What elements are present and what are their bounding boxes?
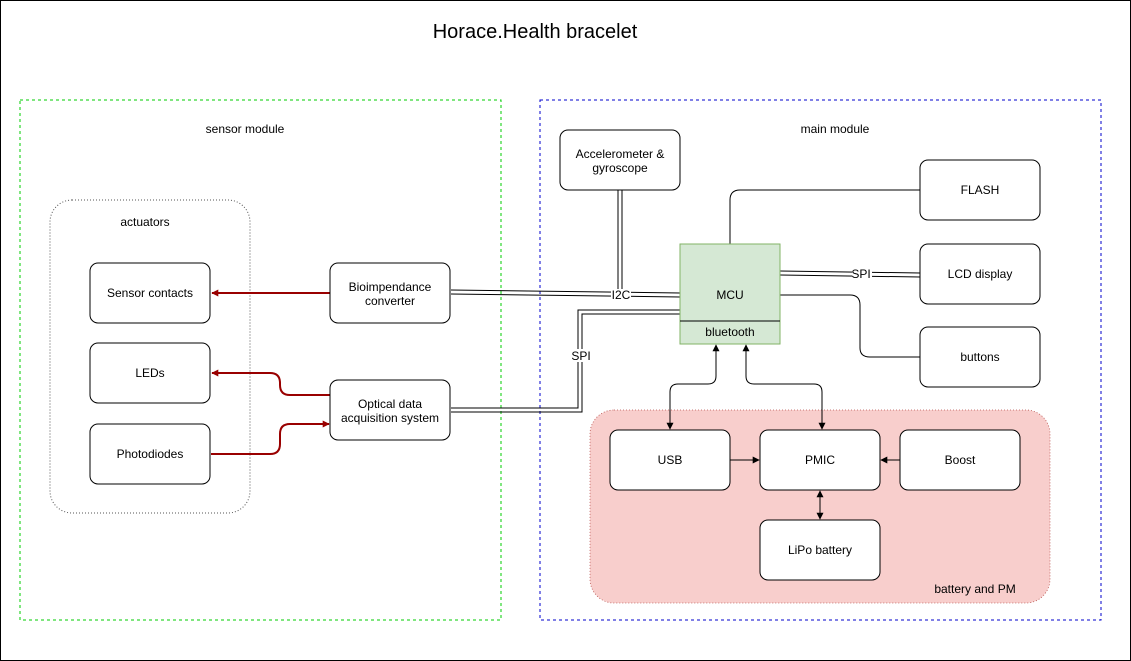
node-bioimpedance-converter[interactable]: Bioimpendance converter bbox=[329, 262, 451, 324]
sensor-contacts-label: Sensor contacts bbox=[107, 286, 193, 300]
usb-label: USB bbox=[658, 453, 683, 467]
flash-label: FLASH bbox=[961, 183, 1000, 197]
node-mcu[interactable]: MCU bluetooth bbox=[679, 243, 781, 345]
node-optical-acquisition[interactable]: Optical data acquisition system bbox=[329, 379, 451, 441]
node-boost[interactable]: Boost bbox=[899, 429, 1021, 491]
i2c-label-bg bbox=[611, 289, 631, 301]
edge-accel-to-i2c bbox=[617, 190, 623, 292]
edge-usb-bluetooth bbox=[666, 344, 720, 430]
edge-optical-to-leds bbox=[211, 369, 330, 396]
sensor-module-group bbox=[19, 99, 502, 621]
bluetooth-label: bluetooth bbox=[705, 325, 754, 339]
node-pmic[interactable]: PMIC bbox=[759, 429, 881, 491]
edge-photodiodes-to-optical bbox=[211, 420, 330, 455]
accel-label-line2: gyroscope bbox=[592, 161, 648, 175]
node-accelerometer[interactable]: Accelerometer & gyroscope bbox=[559, 129, 681, 191]
main-module-group bbox=[539, 99, 1102, 621]
edge-mcu-to-buttons bbox=[780, 294, 920, 358]
edge-mcu-to-flash bbox=[729, 189, 920, 244]
optical-label-line1: Optical data bbox=[358, 397, 422, 411]
edge-spi-lcd bbox=[779, 270, 921, 278]
lcd-label: LCD display bbox=[948, 267, 1013, 281]
actuators-label: actuators bbox=[120, 215, 169, 229]
edge-pmic-bluetooth bbox=[742, 344, 826, 430]
spi-lcd-label: SPI bbox=[851, 267, 870, 281]
accel-label-line1: Accelerometer & bbox=[576, 147, 665, 161]
boost-label: Boost bbox=[945, 453, 976, 467]
bioimpedance-label-line1: Bioimpendance bbox=[349, 280, 432, 294]
bioimpedance-label-line2: converter bbox=[365, 294, 415, 308]
edge-i2c-bus bbox=[450, 289, 681, 298]
spi-lcd-label-bg bbox=[852, 267, 872, 279]
i2c-label: I2C bbox=[612, 288, 631, 302]
node-photodiodes[interactable]: Photodiodes bbox=[89, 423, 211, 485]
node-leds[interactable]: LEDs bbox=[89, 342, 211, 404]
node-usb[interactable]: USB bbox=[609, 429, 731, 491]
node-sensor-contacts[interactable]: Sensor contacts bbox=[89, 262, 211, 324]
mcu-label: MCU bbox=[716, 288, 743, 302]
photodiodes-label: Photodiodes bbox=[117, 447, 184, 461]
main-module-label: main module bbox=[801, 122, 870, 136]
actuators-group bbox=[49, 199, 251, 514]
leds-label: LEDs bbox=[135, 366, 164, 380]
spi-optical-label: SPI bbox=[571, 349, 590, 363]
node-buttons[interactable]: buttons bbox=[919, 326, 1041, 388]
optical-label-line2: acquisition system bbox=[341, 411, 439, 425]
spi-optical-label-bg bbox=[572, 349, 592, 362]
diagram-title: Horace.Health bracelet bbox=[433, 21, 638, 43]
node-lipo-battery[interactable]: LiPo battery bbox=[759, 519, 881, 581]
pmic-label: PMIC bbox=[805, 453, 835, 467]
buttons-label: buttons bbox=[960, 350, 999, 364]
node-flash[interactable]: FLASH bbox=[919, 159, 1041, 221]
battery-pm-label: battery and PM bbox=[934, 582, 1015, 596]
lipo-label: LiPo battery bbox=[788, 543, 852, 557]
sensor-module-label: sensor module bbox=[206, 122, 285, 136]
node-lcd-display[interactable]: LCD display bbox=[919, 243, 1041, 305]
